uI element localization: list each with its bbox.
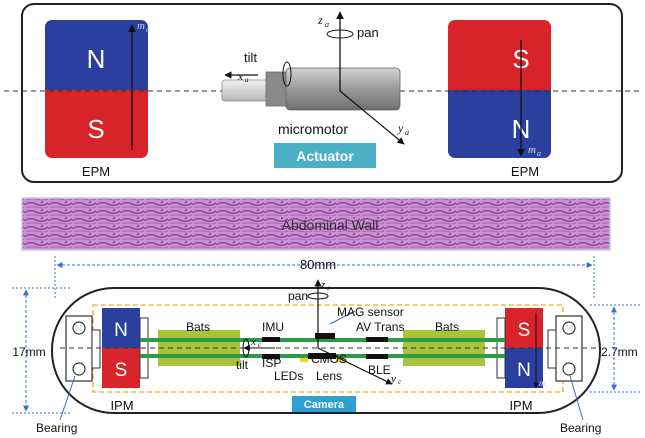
imu-chip <box>262 337 280 342</box>
epm-left-caption: EPM <box>82 164 110 179</box>
actuator-x-axis-symbol: x <box>237 71 243 83</box>
battery-left-label: Bats <box>186 320 210 334</box>
bearing-right-leader <box>569 375 584 421</box>
bearing-left-label: Bearing <box>36 421 77 435</box>
length-dimension-label: 80mm <box>300 257 336 272</box>
ble-chip <box>366 354 388 359</box>
ipm-right-caption: IPM <box>509 398 532 413</box>
actuator-z-axis-symbol: z <box>317 13 323 27</box>
ipm-right-moment-symbol: m <box>539 378 546 388</box>
camera-badge-label: Camera <box>304 399 345 411</box>
camera-x-axis-symbol: x <box>250 336 256 348</box>
epm-left-moment-symbol: m <box>137 20 145 32</box>
actuator-badge-label: Actuator <box>296 148 354 164</box>
camera-x-axis-subscript: c <box>258 341 262 349</box>
isp-label: ISP <box>262 356 281 370</box>
actuator-x-axis-subscript: a <box>245 76 249 84</box>
epm-right-moment-symbol: m <box>528 144 536 156</box>
led-right <box>336 358 344 362</box>
actuator-pan-rotation-icon <box>326 29 354 39</box>
epm-left-north-label: N <box>87 44 106 74</box>
abdominal-wall: Abdominal Wall <box>21 197 611 251</box>
ipm-left-north-label: N <box>114 320 128 341</box>
camera-z-axis-subscript: c <box>327 284 331 292</box>
epm-right-magnet <box>448 20 551 158</box>
mag-sensor-leader <box>329 310 356 325</box>
actuator-y-axis-arrow <box>339 90 405 145</box>
camera-y-axis-arrow <box>317 347 393 385</box>
actuator-y-axis-symbol: y <box>397 121 404 135</box>
camera-z-axis-symbol: z <box>320 279 326 291</box>
cmos-chip <box>308 353 336 359</box>
camera-pan-rotation-icon <box>307 292 329 300</box>
micromotor <box>221 67 401 111</box>
camera-pan-label: pan <box>288 289 308 303</box>
battery-right-label: Bats <box>435 320 459 334</box>
mag-sensor-label: MAG sensor <box>337 305 404 319</box>
actuator-z-axis-subscript: a <box>325 20 329 29</box>
ipm-left-caption: IPM <box>110 398 133 413</box>
ble-label: BLE <box>368 363 391 377</box>
abdominal-wall-label: Abdominal Wall <box>282 217 379 233</box>
battery-right <box>403 330 485 366</box>
av-trans-chip <box>366 337 388 342</box>
epm-left-south-label: S <box>87 114 104 144</box>
ipm-right-magnet <box>496 308 543 388</box>
cmos-label: CMOS <box>311 352 347 366</box>
ipm-left-south-label: S <box>115 360 128 381</box>
micromotor-label: micromotor <box>278 121 348 137</box>
camera-y-axis-symbol: y <box>390 373 396 385</box>
camera-y-axis-subscript: c <box>398 378 402 386</box>
actuator-y-axis-subscript: a <box>405 128 409 137</box>
camera-tilt-label: tilt <box>236 358 249 372</box>
capsule-shell <box>51 287 601 414</box>
camera-capsule: 80mm 17mm 12.7mm N <box>12 256 640 435</box>
lens-label: Lens <box>316 369 342 383</box>
camera-tilt-rotation-icon <box>242 338 250 358</box>
imu-label: IMU <box>262 320 284 334</box>
epm-left-moment-subscript: a <box>146 25 150 34</box>
inner-diameter-dimension-label: 12.7mm <box>594 345 637 359</box>
actuator-badge <box>274 143 376 168</box>
epm-left-magnet <box>45 20 148 158</box>
camera-badge <box>292 396 356 412</box>
bearing-right-label: Bearing <box>560 421 601 435</box>
epm-right-caption: EPM <box>511 164 539 179</box>
ipm-right-moment-subscript: c <box>546 384 549 390</box>
actuator-tilt-rotation-icon <box>282 61 292 87</box>
actuator-panel: N S m a EPM S N m a EPM z a pan <box>4 3 641 183</box>
ipm-right-north-label: N <box>517 360 531 381</box>
ipm-right-south-label: S <box>518 320 531 341</box>
leds-label: LEDs <box>274 369 303 383</box>
led-left <box>300 358 308 362</box>
mag-sensor-chip <box>315 333 335 339</box>
bearing-left-leader <box>59 375 76 421</box>
actuator-tilt-label: tilt <box>244 50 257 65</box>
diameter-dimension-label: 17mm <box>12 345 45 359</box>
isp-chip <box>262 354 280 359</box>
av-trans-label: AV Trans <box>356 320 404 334</box>
epm-right-moment-subscript: a <box>537 149 541 158</box>
actuator-pan-label: pan <box>357 25 379 40</box>
